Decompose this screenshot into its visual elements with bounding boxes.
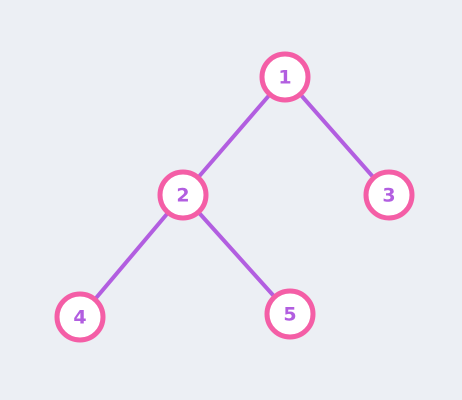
node-label: 1 bbox=[278, 67, 291, 89]
tree-node-2: 2 bbox=[157, 169, 209, 221]
tree-node-1: 1 bbox=[259, 51, 311, 103]
node-circle bbox=[54, 291, 106, 343]
node-label: 5 bbox=[283, 304, 296, 326]
node-circle bbox=[157, 169, 209, 221]
edge-1-2 bbox=[181, 75, 287, 197]
nodes-layer: 1 2 3 4 5 bbox=[54, 51, 415, 343]
tree-node-5: 5 bbox=[264, 288, 316, 340]
tree-node-4: 4 bbox=[54, 291, 106, 343]
node-circle bbox=[363, 169, 415, 221]
tree-node-3: 3 bbox=[363, 169, 415, 221]
edge-1-3 bbox=[283, 75, 391, 197]
node-circle bbox=[264, 288, 316, 340]
edge-2-5 bbox=[181, 193, 292, 316]
edges-layer bbox=[78, 75, 391, 319]
node-label: 4 bbox=[73, 307, 86, 329]
node-label: 2 bbox=[176, 185, 189, 207]
node-label: 3 bbox=[382, 185, 395, 207]
edge-2-4 bbox=[78, 193, 185, 319]
node-circle bbox=[259, 51, 311, 103]
